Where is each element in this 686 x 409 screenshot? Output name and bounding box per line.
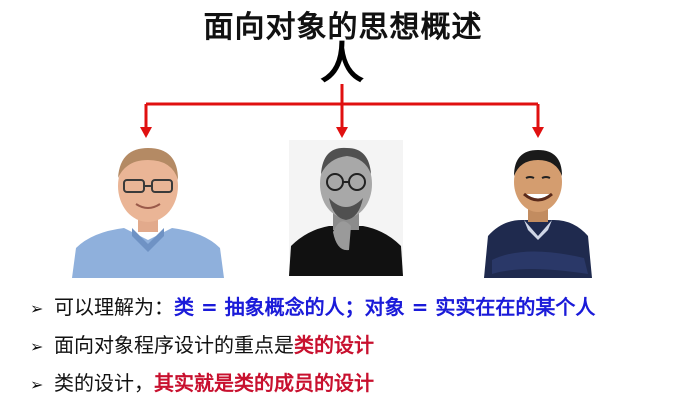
bullet-item: ➢ 可以理解为：类 = 抽象概念的人；对象 = 实实在在的某个人 xyxy=(30,288,680,326)
bullet-marker-icon: ➢ xyxy=(30,337,44,356)
person-photo-black-turtleneck-icon xyxy=(289,140,403,276)
bullet-plain-text: 可以理解为： xyxy=(54,295,174,319)
bullet-list: ➢ 可以理解为：类 = 抽象概念的人；对象 = 实实在在的某个人 ➢ 面向对象程序设… xyxy=(30,288,680,402)
bullet-marker-icon: ➢ xyxy=(30,299,44,318)
bullet-plain-text: 面向对象程序设计的重点是 xyxy=(54,333,294,357)
bullet-item: ➢ 类的设计，其实就是类的成员的设计 xyxy=(30,364,680,402)
person-photo-navy-jacket-icon xyxy=(484,140,592,278)
bullet-emphasis-text: 类 = 抽象概念的人；对象 = 实实在在的某个人 xyxy=(174,295,596,319)
arrow-center-head xyxy=(336,127,348,138)
person-character: 人 xyxy=(320,38,364,89)
arrow-right-head xyxy=(532,127,544,138)
bullet-item: ➢ 面向对象程序设计的重点是类的设计 xyxy=(30,326,680,364)
slide-title: 面向对象的思想概述 xyxy=(203,10,483,45)
bullet-marker-icon: ➢ xyxy=(30,375,44,394)
arrow-left-head xyxy=(140,127,152,138)
bullet-plain-text: 类的设计， xyxy=(54,371,154,395)
person-photo-glasses-icon xyxy=(72,140,224,278)
bullet-emphasis-text: 类的设计 xyxy=(294,333,374,357)
bullet-emphasis-text: 其实就是类的成员的设计 xyxy=(154,371,374,395)
